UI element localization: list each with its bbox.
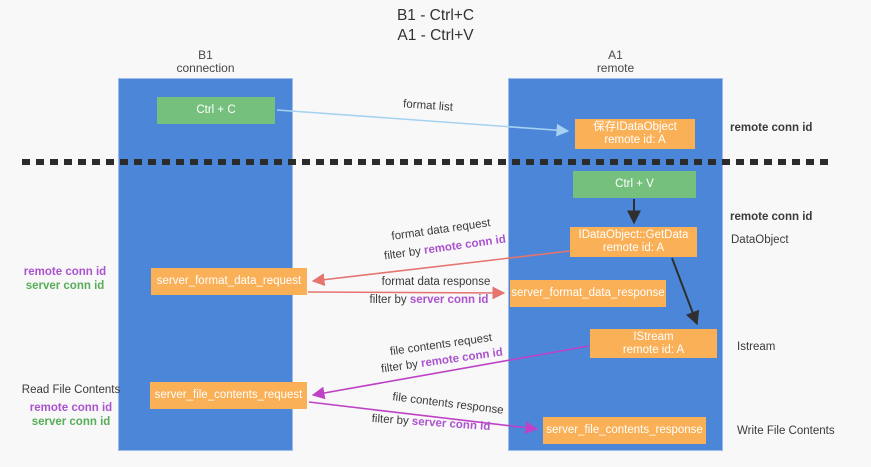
node-server-format-data-response: server_format_data_response xyxy=(510,280,666,307)
node-ctrl-v-label: Ctrl + V xyxy=(615,178,654,190)
file-contents-request-arrow xyxy=(311,345,590,400)
format-data-response-filter-label: filter by server conn id xyxy=(370,294,489,306)
node-idataobject-getdata: IDataObject::GetData remote id: A xyxy=(570,227,697,257)
title-line-2: A1 - Ctrl+V xyxy=(397,27,474,44)
node-server-format-data-request: server_format_data_request xyxy=(151,268,307,295)
right-lifeline-role: remote xyxy=(596,61,635,75)
format-data-response-filter-key: server conn id xyxy=(409,294,489,306)
file-contents-response-arrow xyxy=(308,401,539,435)
node-server-format-data-request-label: server_format_data_request xyxy=(156,275,302,287)
node-ctrl-c: Ctrl + C xyxy=(157,97,275,124)
left-remote-conn-id-bottom-label: remote conn id xyxy=(29,402,113,414)
node-idataobject-getdata-line2: remote id: A xyxy=(602,242,665,254)
node-server-file-contents-response-label: server_file_contents_response xyxy=(546,424,703,436)
node-idataobject-getdata-line1: IDataObject::GetData xyxy=(578,229,689,241)
write-file-contents-label: Write File Contents xyxy=(737,425,835,437)
read-file-contents-label: Read File Contents xyxy=(21,384,121,396)
node-save-dataobject: 保存IDataObject remote id: A xyxy=(575,119,695,149)
dataobject-label: DataObject xyxy=(731,234,789,246)
left-server-conn-id-bottom-label: server conn id xyxy=(31,416,111,428)
right-remote-conn-id-mid-label: remote conn id xyxy=(730,211,813,223)
getdata-to-istream-arrow xyxy=(671,257,700,326)
right-remote-conn-id-top-label: remote conn id xyxy=(730,122,813,134)
left-conn-id-stack-bottom: Read File Contents remote conn id server… xyxy=(21,383,121,429)
phase-separator-dashed-line xyxy=(22,159,834,165)
node-server-file-contents-response: server_file_contents_response xyxy=(543,417,706,444)
left-lifeline-role: connection xyxy=(176,61,235,75)
left-conn-id-stack-mid: remote conn id server conn id xyxy=(15,265,115,293)
node-save-dataobject-line2: remote id: A xyxy=(604,134,666,146)
node-server-file-contents-request-label: server_file_contents_request xyxy=(154,389,303,401)
node-server-file-contents-request: server_file_contents_request xyxy=(150,382,307,409)
left-remote-conn-id-mid-label: remote conn id xyxy=(23,266,107,278)
node-save-dataobject-line1: 保存IDataObject xyxy=(593,121,677,133)
format-data-response-arrow xyxy=(307,286,506,300)
format-data-response-filter-prefix: filter by xyxy=(369,294,410,306)
node-ctrl-v: Ctrl + V xyxy=(573,171,696,198)
node-istream-line2: remote id: A xyxy=(622,343,685,356)
istream-side-label: Istream xyxy=(737,341,776,353)
format-list-arrow xyxy=(276,109,570,137)
format-data-response-arrow-label: format data response xyxy=(381,276,491,288)
format-data-request-arrow xyxy=(311,250,571,287)
right-lifeline-header: A1 remote xyxy=(508,49,723,75)
left-lifeline-header: B1 connection xyxy=(118,49,293,75)
right-lifeline-name: A1 xyxy=(608,48,623,62)
node-istream: IStream remote id: A xyxy=(590,329,717,358)
diagram-title: B1 - Ctrl+C A1 - Ctrl+V xyxy=(0,6,871,46)
node-ctrl-c-label: Ctrl + C xyxy=(196,104,236,116)
left-lifeline-name: B1 xyxy=(198,48,213,62)
node-server-format-data-response-label: server_format_data_response xyxy=(511,287,665,299)
left-server-conn-id-mid-label: server conn id xyxy=(25,280,105,292)
title-line-1: B1 - Ctrl+C xyxy=(396,7,475,24)
node-istream-line1: IStream xyxy=(633,330,674,343)
